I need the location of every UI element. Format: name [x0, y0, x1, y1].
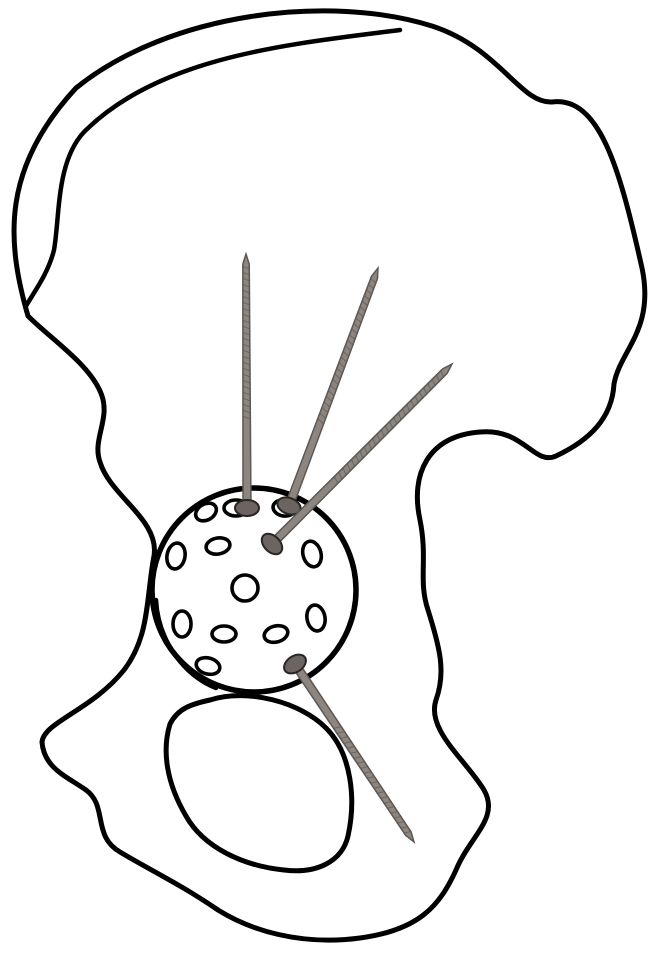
- hemipelvis-outline: [14, 11, 645, 940]
- obturator-foramen: [166, 696, 352, 871]
- iliac-crest-line: [26, 30, 400, 306]
- screw-1: [235, 254, 259, 516]
- screw-2: [275, 268, 378, 518]
- screw-shaft: [285, 268, 378, 507]
- acetabular-cup: [152, 488, 356, 692]
- cup-hole-6: [173, 611, 191, 637]
- cup-hole-7: [212, 626, 236, 642]
- screw-head: [235, 500, 259, 516]
- screw-4: [281, 651, 414, 842]
- screw-shaft: [269, 364, 452, 547]
- cup-hole-5: [232, 575, 258, 601]
